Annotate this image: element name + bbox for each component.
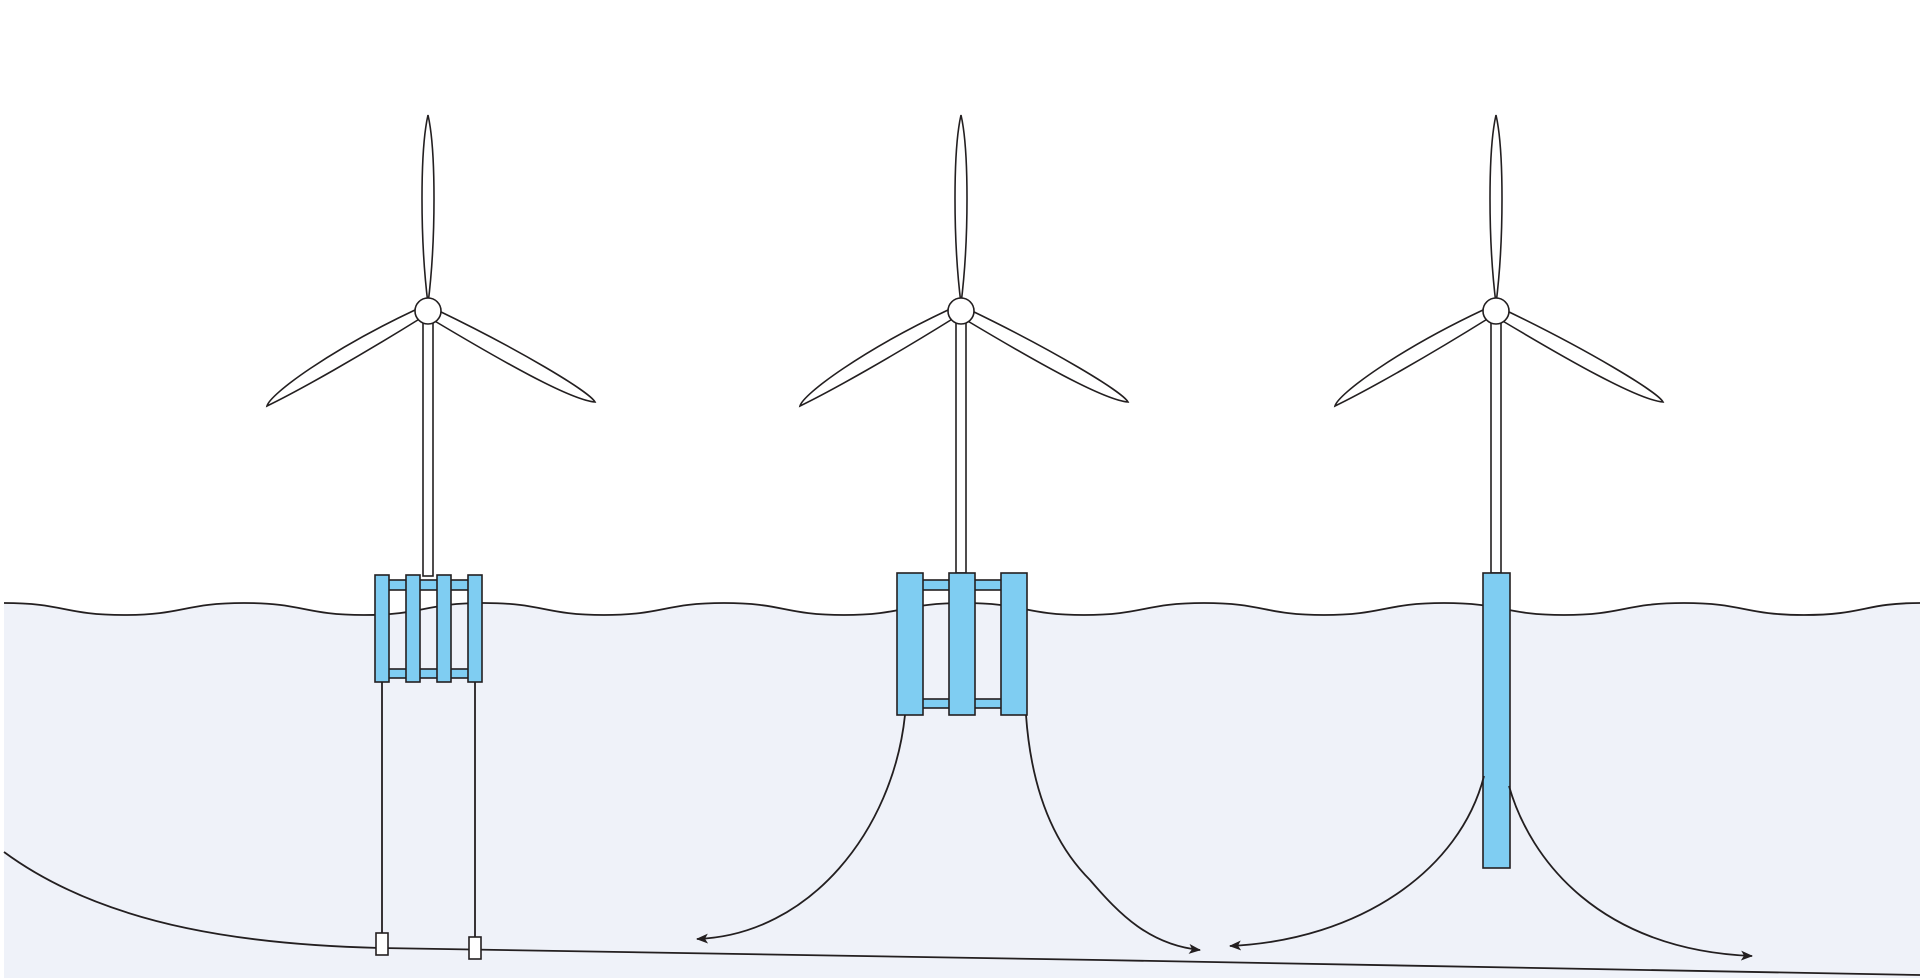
tower: [955, 319, 967, 574]
float-crossbar-bottom: [377, 668, 480, 679]
float-column: [1000, 572, 1028, 716]
hub: [947, 297, 975, 325]
anchor: [375, 932, 389, 956]
mooring-line-right: [1508, 785, 1753, 961]
anchor: [468, 936, 482, 960]
semi-submersible-turbine: [696, 114, 1201, 954]
hub: [414, 297, 442, 325]
blade-left: [1333, 308, 1491, 408]
tension-leg-platform-turbine: [265, 114, 597, 960]
blade-left: [265, 308, 423, 408]
tower: [1490, 319, 1502, 574]
blade-right: [432, 308, 597, 403]
blade-right: [965, 308, 1130, 403]
blade-up: [421, 114, 435, 305]
float-column: [467, 574, 483, 683]
spar-column: [1482, 572, 1511, 869]
mooring-line-left: [696, 714, 906, 944]
float-column: [405, 574, 421, 683]
float-crossbar-top: [377, 579, 480, 591]
float-column: [948, 572, 976, 716]
mooring-line-right: [1025, 714, 1201, 954]
blade-left: [798, 308, 956, 408]
spar-turbine: [1229, 114, 1753, 961]
tower: [422, 319, 434, 577]
blade-up: [954, 114, 968, 305]
mooring-line-left: [1229, 775, 1485, 951]
seabed-line: [3, 851, 1920, 976]
float-column: [436, 574, 452, 683]
float-column: [896, 572, 924, 716]
hub: [1482, 297, 1510, 325]
blade-right: [1500, 308, 1665, 403]
sea-water: [4, 603, 1920, 978]
float-column: [374, 574, 390, 683]
blade-up: [1489, 114, 1503, 305]
